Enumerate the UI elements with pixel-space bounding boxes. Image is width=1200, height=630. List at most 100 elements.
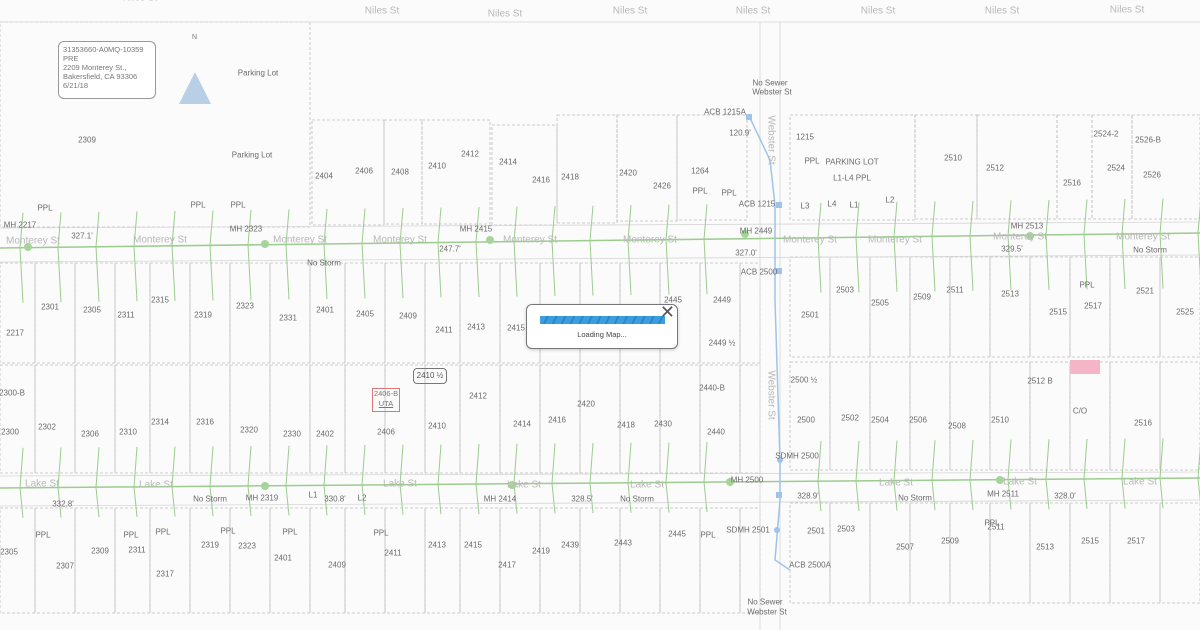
service-lateral [855, 202, 860, 238]
parcel-boundary[interactable] [189, 364, 231, 474]
parcel-boundary[interactable] [421, 119, 491, 225]
parcel-boundary[interactable] [789, 361, 831, 471]
parcel-boundary[interactable] [829, 361, 871, 471]
parcel-boundary[interactable] [1131, 114, 1200, 220]
manhole-icon[interactable] [996, 476, 1004, 484]
parcel-boundary[interactable] [699, 364, 741, 474]
street-label-webster: Webster St [765, 115, 777, 165]
parcel-boundary[interactable] [909, 256, 951, 358]
close-icon[interactable]: ✕ [659, 302, 675, 322]
manhole-icon[interactable] [508, 481, 516, 489]
parcel-boundary[interactable] [1109, 361, 1161, 471]
parcel-boundary[interactable] [344, 507, 386, 614]
parcel-boundary[interactable] [149, 262, 191, 364]
map-label: 332.8' [52, 499, 74, 509]
parcel-boundary[interactable] [619, 507, 661, 614]
service-lateral [969, 200, 974, 236]
parcel-boundary[interactable] [149, 364, 191, 474]
parcel-boundary[interactable] [114, 507, 151, 614]
parcel-boundary[interactable] [699, 507, 741, 614]
parcel-boundary[interactable] [789, 114, 916, 221]
parcel-boundary[interactable] [0, 364, 36, 474]
parcel-boundary[interactable] [459, 262, 501, 364]
parcel-boundary[interactable] [659, 364, 701, 474]
parcel-boundary[interactable] [309, 364, 346, 474]
parcel-boundary[interactable] [539, 364, 581, 474]
parcel-boundary[interactable] [619, 364, 661, 474]
parcel-boundary[interactable] [1109, 256, 1161, 358]
north-label: N [192, 34, 198, 41]
service-lateral [247, 209, 252, 245]
loading-text: Loading Map... [577, 330, 627, 339]
parcel-boundary[interactable] [914, 114, 978, 220]
manhole-icon[interactable] [1026, 232, 1034, 240]
manhole-icon[interactable] [261, 240, 269, 248]
parcel-boundary[interactable] [424, 364, 461, 474]
parcel-boundary[interactable] [114, 364, 151, 474]
parcel-boundary[interactable] [34, 507, 76, 614]
parcel-boundary[interactable] [149, 507, 191, 614]
manhole-icon[interactable] [261, 482, 269, 490]
manhole-icon[interactable] [741, 230, 749, 238]
parcel-boundary[interactable] [989, 361, 1031, 471]
parcel-boundary[interactable] [739, 262, 761, 364]
manhole-icon[interactable] [726, 478, 734, 486]
parcel-boundary[interactable] [229, 364, 271, 474]
parcel-boundary[interactable] [74, 507, 116, 614]
parcel-boundary[interactable] [344, 364, 386, 474]
info-status: PRE [63, 54, 79, 63]
parcel-boundary[interactable] [1159, 256, 1200, 358]
parcel-boundary[interactable] [384, 507, 426, 614]
parcel-boundary[interactable] [1109, 502, 1161, 604]
parcel-boundary[interactable] [0, 262, 36, 364]
parcel-boundary[interactable] [909, 361, 951, 471]
manhole-icon[interactable] [24, 243, 32, 251]
parcel-boundary[interactable] [556, 114, 618, 224]
manhole-icon[interactable] [486, 236, 494, 244]
service-lateral [171, 245, 176, 301]
map-label: 2314 [151, 417, 169, 427]
parcel-boundary[interactable] [384, 364, 426, 474]
parcel-boundary[interactable] [1159, 361, 1200, 471]
parcel-boundary[interactable] [829, 256, 871, 358]
highlighted-parcel[interactable] [1070, 360, 1100, 374]
parcel-boundary[interactable] [1029, 361, 1071, 471]
parcel-boundary[interactable] [1029, 502, 1071, 604]
parcel-boundary[interactable] [1159, 502, 1200, 604]
parcel-boundary[interactable] [676, 114, 748, 221]
parcel-boundary[interactable] [829, 502, 871, 604]
parcel-boundary[interactable] [424, 507, 461, 614]
parcel-boundary[interactable] [539, 507, 581, 614]
parcel-boundary[interactable] [949, 361, 991, 471]
parcel-boundary[interactable] [269, 364, 311, 474]
parcel-boundary[interactable] [424, 262, 461, 364]
parcel-boundary[interactable] [34, 262, 76, 364]
parcel-boundary[interactable] [1069, 502, 1111, 604]
parcel-boundary[interactable] [0, 507, 36, 614]
parcel-boundary[interactable] [949, 256, 991, 358]
parcel-2410-half[interactable]: 2410 ½ [413, 368, 447, 384]
parcel-boundary[interactable] [789, 256, 831, 358]
parcel-boundary[interactable] [739, 364, 761, 474]
parcel-boundary[interactable] [909, 502, 951, 604]
parcel-boundary[interactable] [499, 364, 541, 474]
parcel-boundary[interactable] [311, 119, 385, 226]
parcel-boundary[interactable] [34, 364, 76, 474]
parcel-boundary[interactable] [659, 507, 701, 614]
parcel-boundary[interactable] [229, 507, 271, 614]
parcel-boundary[interactable] [869, 361, 911, 471]
map-label: 2524 [1107, 163, 1125, 173]
map-label: 247.7' [439, 244, 461, 254]
map-label: 2323 [238, 541, 256, 551]
parcel-boundary[interactable] [459, 364, 501, 474]
parcel-boundary[interactable] [869, 502, 911, 604]
parcel-boundary[interactable] [579, 364, 621, 474]
parcel-boundary[interactable] [459, 507, 501, 614]
parcel-boundary[interactable] [74, 364, 116, 474]
parcel-boundary[interactable] [579, 507, 621, 614]
parcel-boundary[interactable] [789, 502, 831, 604]
parcel-boundary[interactable] [189, 507, 231, 614]
parcel-boundary[interactable] [1069, 361, 1111, 471]
